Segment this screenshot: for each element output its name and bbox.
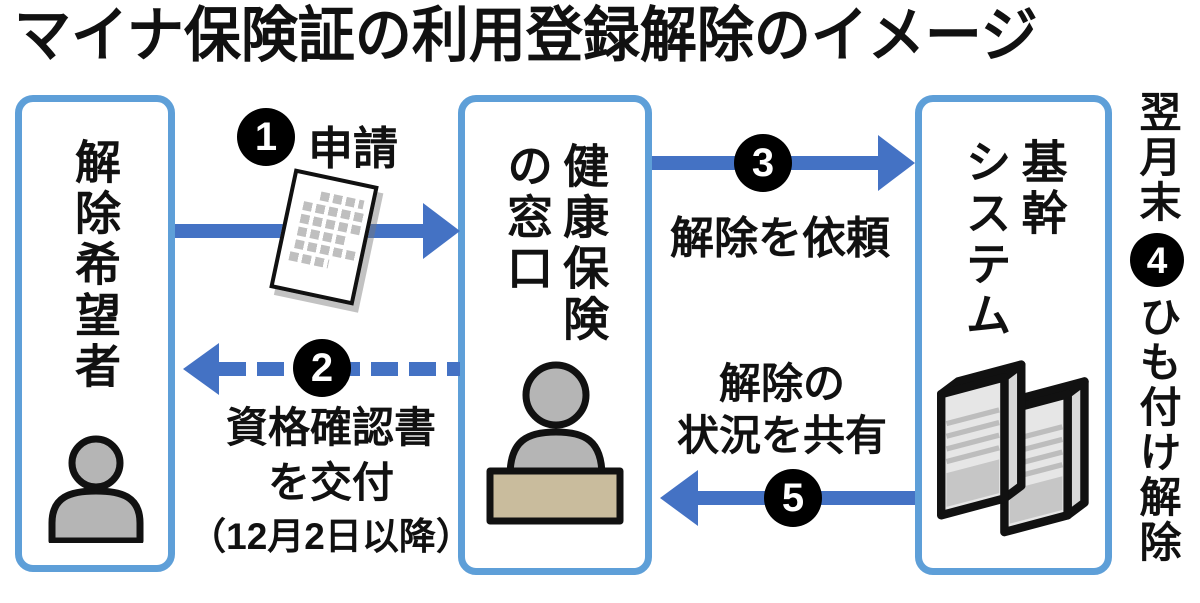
box-core-system: 基幹 システム — [915, 95, 1112, 575]
box-insurance-counter-label: 健康保険 の窓口 — [501, 142, 610, 346]
step2-label-line2: を交付 — [267, 459, 394, 507]
step4-side-note: 翌月末 4 ひも付け解除 — [1118, 90, 1196, 565]
step3-badge: 3 — [734, 134, 792, 192]
step1-badge: 1 — [237, 108, 295, 166]
step4-prefix: 翌月末 — [1134, 90, 1181, 225]
server-icon — [937, 360, 1089, 537]
step2-badge: 2 — [293, 339, 351, 397]
step1-label: 申請 — [308, 123, 399, 174]
step4-number: 4 — [1146, 239, 1168, 281]
step4-badge: 4 — [1130, 233, 1184, 287]
step2-number: 2 — [310, 346, 334, 390]
box-core-system-label: 基幹 システム — [959, 138, 1068, 342]
application-document-icon — [269, 168, 379, 306]
step5-label: 解除の 状況を共有 — [650, 358, 914, 462]
step3-label: 解除を依頼 — [670, 214, 890, 263]
server-tower-front — [937, 360, 1026, 520]
step2-label-line1: 資格確認書 — [225, 404, 436, 451]
receptionist-icon — [486, 361, 624, 525]
box-applicant: 解除希望者 — [15, 95, 175, 572]
step2-label: 資格確認書 を交付 （12月2日以降） — [182, 400, 480, 563]
step2-date-note: （12月2日以降） — [189, 515, 473, 557]
step5-label-line2: 状況を共有 — [676, 412, 887, 460]
step5-label-line1: 解除の — [718, 360, 845, 407]
box-applicant-label: 解除希望者 — [69, 138, 122, 393]
step3-number: 3 — [751, 141, 775, 185]
step5-badge: 5 — [764, 469, 822, 527]
step5-number: 5 — [781, 476, 805, 520]
person-icon — [48, 435, 144, 543]
page-title: マイナ保険証の利用登録解除のイメージ — [14, 2, 1038, 69]
step1-number: 1 — [254, 115, 278, 159]
box-insurance-counter: 健康保険 の窓口 — [458, 95, 652, 575]
step4-label: ひも付け解除 — [1134, 295, 1181, 565]
